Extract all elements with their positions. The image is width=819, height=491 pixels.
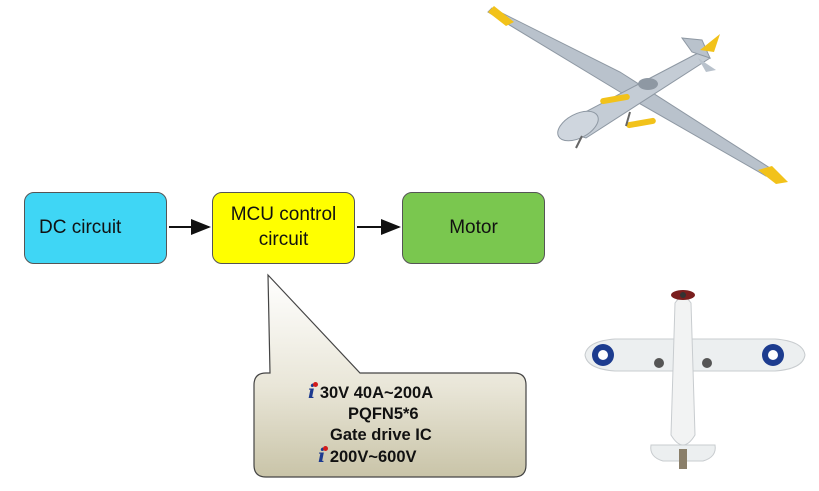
brand-i-logo-icon: i [308, 381, 316, 403]
callout-voltage-current: 30V 40A~200A [319, 384, 434, 402]
motor-label: Motor [449, 216, 498, 238]
propeller-plane-image [584, 290, 806, 469]
mcu-control-block: MCU control circuit [212, 192, 355, 264]
brand-i-logo-icon: i [318, 445, 326, 467]
dc-circuit-block: DC circuit [24, 192, 167, 264]
callout-package: PQFN5*6 [348, 405, 419, 423]
callout-gate-drive: Gate drive IC [330, 426, 432, 444]
mcu-control-label: MCU control circuit [230, 204, 337, 250]
uav-drone-image [487, 6, 788, 184]
dc-circuit-label: DC circuit [39, 216, 122, 238]
callout-bubble [253, 273, 527, 478]
callout-text: i 30V 40A~200A PQFN5*6 Gate drive IC i 2… [296, 382, 496, 468]
callout-voltage-range: 200V~600V [329, 448, 417, 466]
motor-block: Motor [402, 192, 545, 264]
